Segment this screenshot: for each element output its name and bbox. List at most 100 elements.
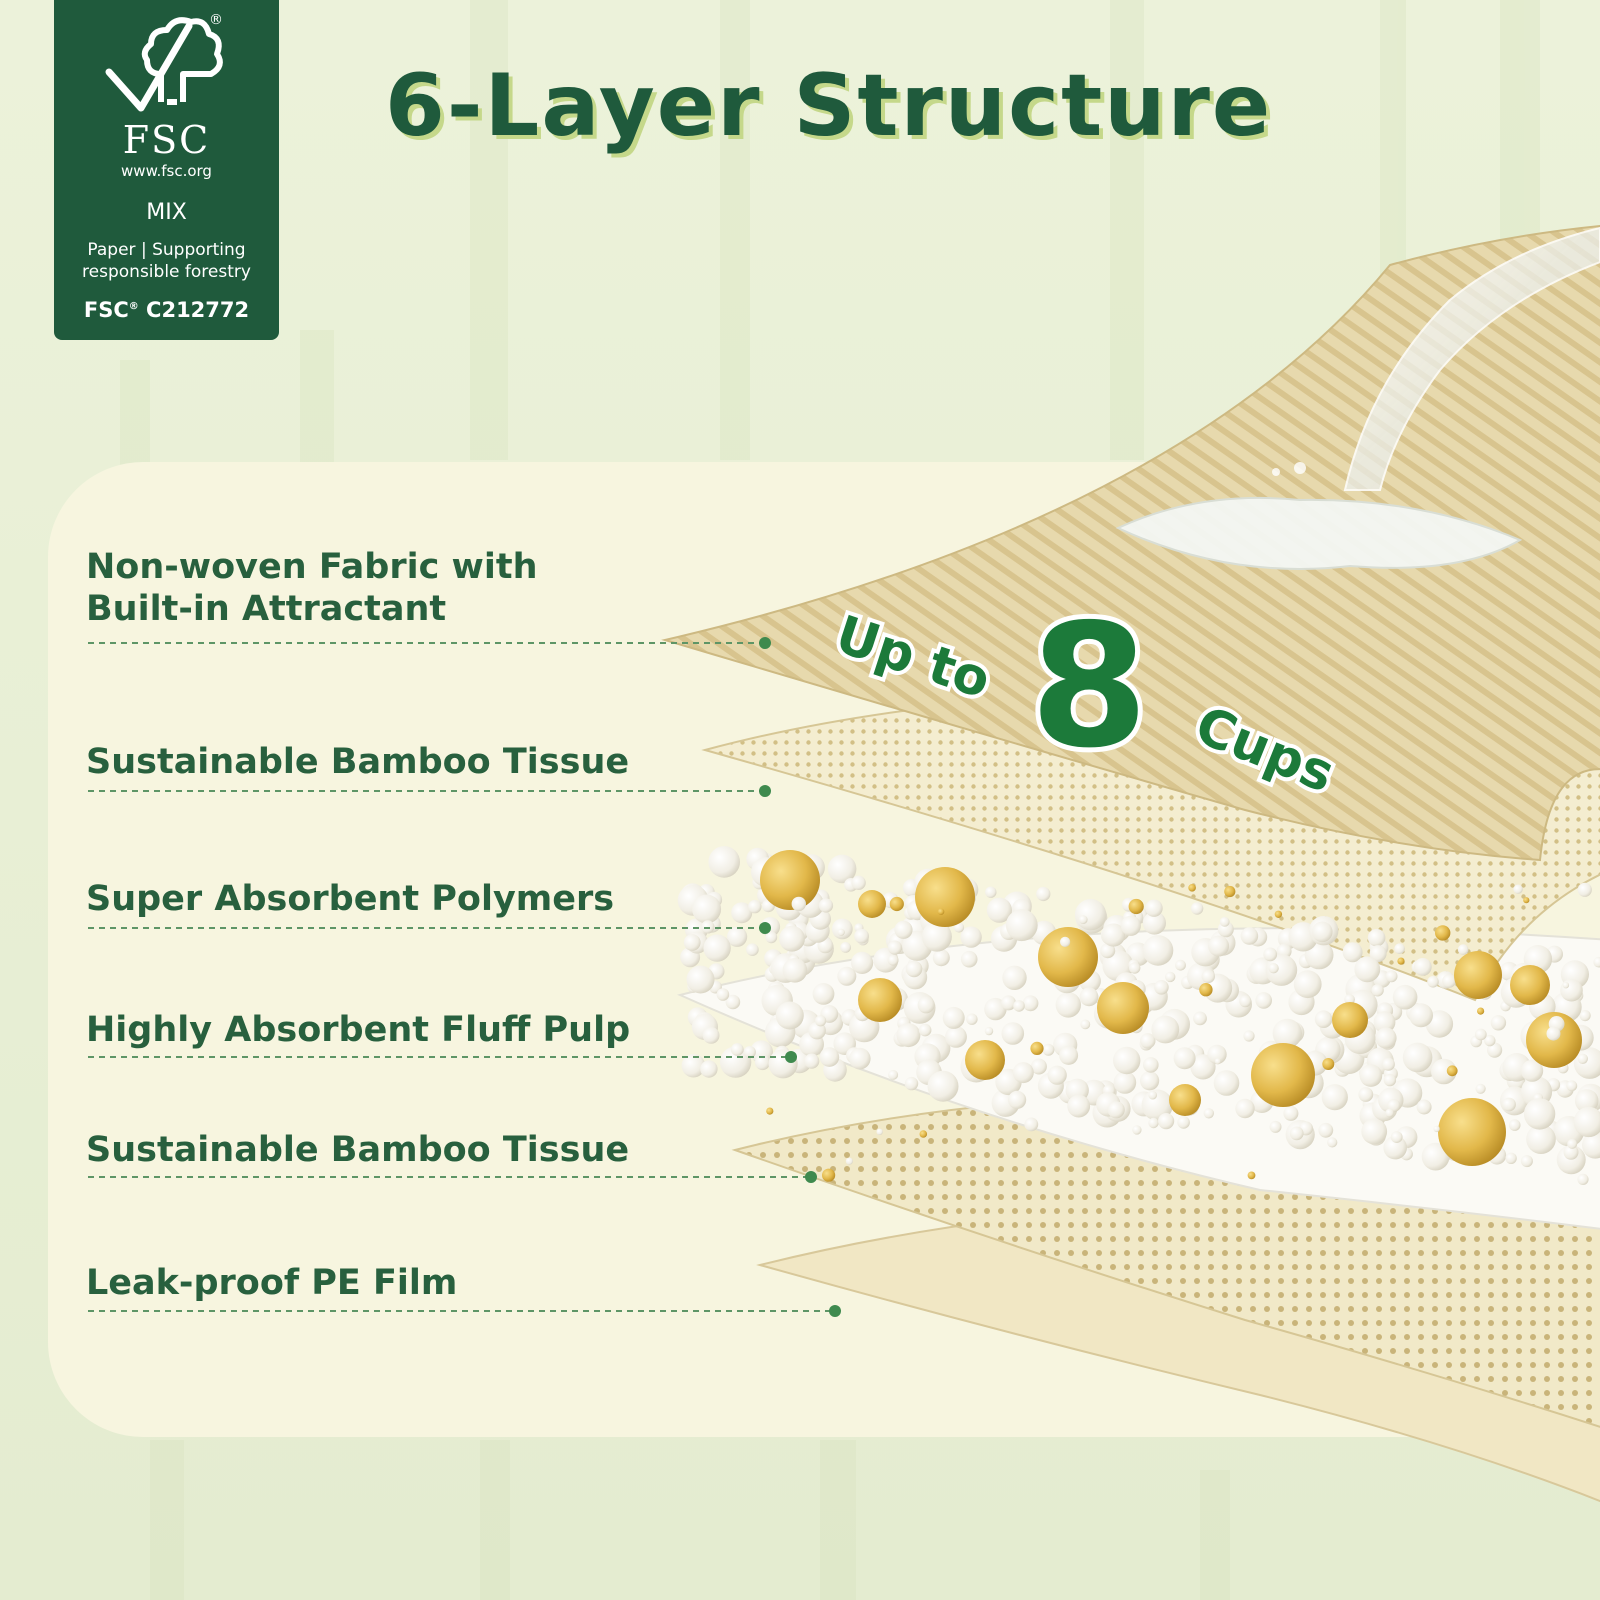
white-bead — [1177, 1116, 1190, 1129]
white-bead — [876, 1128, 883, 1136]
white-bead — [840, 942, 851, 953]
white-bead — [1289, 1126, 1304, 1141]
gold-bead — [915, 867, 975, 927]
white-bead — [716, 988, 730, 1001]
white-bead — [1101, 923, 1126, 947]
white-bead — [1579, 1010, 1591, 1022]
white-bead — [1505, 1152, 1517, 1165]
gold-bead — [1322, 1058, 1335, 1070]
white-bead — [702, 1027, 720, 1044]
white-bead — [708, 846, 740, 878]
white-bead — [1207, 1044, 1227, 1065]
fsc-code-number: C212772 — [146, 298, 250, 322]
white-bead — [1484, 1034, 1496, 1047]
white-bead — [782, 958, 808, 983]
fsc-license-code: FSC® C212772 — [54, 298, 279, 322]
layer-label-nonwoven-line1: Non-woven Fabric with — [86, 547, 538, 587]
white-bead — [1475, 1083, 1486, 1094]
white-bead — [1342, 942, 1363, 963]
white-bead — [1255, 992, 1272, 1009]
white-bead — [894, 920, 913, 939]
white-bead — [1577, 1053, 1589, 1065]
layer-label-pe-film: Leak-proof PE Film — [86, 1263, 458, 1303]
white-bead — [1577, 882, 1592, 897]
white-bead — [1563, 1144, 1579, 1160]
white-bead — [731, 902, 753, 924]
white-bead — [927, 1070, 959, 1102]
white-bead — [1421, 1142, 1450, 1171]
fsc-description-line1: Paper | Supporting — [87, 240, 246, 260]
white-bead — [1005, 909, 1038, 942]
white-bead — [966, 1013, 978, 1025]
gold-bead — [1199, 983, 1213, 997]
white-bead — [1381, 1057, 1395, 1071]
white-bead — [945, 1026, 967, 1048]
gold-bead — [1169, 1084, 1201, 1116]
white-bead — [754, 1054, 771, 1071]
white-bead — [1079, 987, 1099, 1007]
leader-dots — [759, 637, 841, 1317]
white-bead — [1113, 1046, 1141, 1075]
white-bead — [725, 994, 741, 1010]
white-bead — [1078, 915, 1088, 924]
white-bead — [1383, 1073, 1397, 1087]
gold-bead — [1446, 1065, 1458, 1077]
white-bead — [1243, 1030, 1255, 1042]
white-bead — [1567, 1138, 1578, 1149]
white-bead — [1385, 970, 1398, 983]
white-bead — [727, 926, 748, 947]
white-bead — [1022, 995, 1039, 1012]
white-bead — [1113, 1071, 1137, 1094]
gold-bead — [1510, 965, 1550, 1005]
white-bead — [1375, 1027, 1397, 1049]
white-bead — [1361, 1118, 1388, 1145]
leader-dot-4 — [785, 1051, 797, 1063]
white-bead — [1024, 1117, 1039, 1132]
white-bead — [1502, 1097, 1516, 1112]
white-bead — [1140, 1033, 1156, 1049]
white-bead — [1203, 1108, 1215, 1119]
fsc-tree-check-logo — [105, 17, 223, 112]
white-bead — [1154, 980, 1169, 995]
white-bead — [779, 925, 805, 952]
white-bead — [1151, 1015, 1180, 1044]
layer-label-bamboo-tissue-upper: Sustainable Bamboo Tissue — [86, 742, 630, 782]
white-bead — [918, 1023, 932, 1037]
white-bead — [1314, 1010, 1333, 1028]
white-bead — [743, 1046, 756, 1059]
white-bead — [905, 960, 923, 978]
white-bead — [1373, 1011, 1396, 1034]
white-bead — [1148, 1090, 1157, 1100]
white-bead — [953, 922, 965, 933]
fsc-badge: ® FSC www.fsc.org MIX Paper | Supporting… — [54, 0, 279, 340]
white-bead — [1001, 1022, 1025, 1045]
white-bead — [1208, 935, 1230, 957]
gold-bead — [919, 1130, 928, 1138]
white-bead — [692, 894, 722, 924]
white-bead — [1193, 1011, 1207, 1026]
gold-bead — [1251, 1043, 1315, 1107]
white-bead — [1354, 956, 1381, 983]
white-bead — [1263, 947, 1278, 962]
white-bead — [1327, 1137, 1338, 1148]
gold-bead — [1247, 1171, 1256, 1180]
gold-bead — [1224, 885, 1236, 898]
white-bead — [960, 950, 978, 968]
white-bead — [1142, 935, 1174, 966]
white-bead — [851, 951, 874, 975]
white-bead — [851, 875, 866, 890]
gold-bead — [1030, 1041, 1044, 1055]
leader-dot-1 — [759, 637, 771, 649]
white-bead — [1593, 956, 1600, 968]
white-bead — [849, 1047, 871, 1070]
white-bead — [804, 1053, 820, 1069]
white-bead — [1265, 954, 1298, 986]
white-bead — [703, 934, 731, 962]
leader-dot-6 — [829, 1305, 841, 1317]
white-bead — [1059, 1045, 1079, 1065]
white-bead — [1577, 1173, 1589, 1185]
white-bead — [1175, 959, 1186, 971]
gold-bead — [1438, 1098, 1506, 1166]
white-bead — [748, 899, 762, 914]
white-bead — [1269, 1120, 1282, 1133]
